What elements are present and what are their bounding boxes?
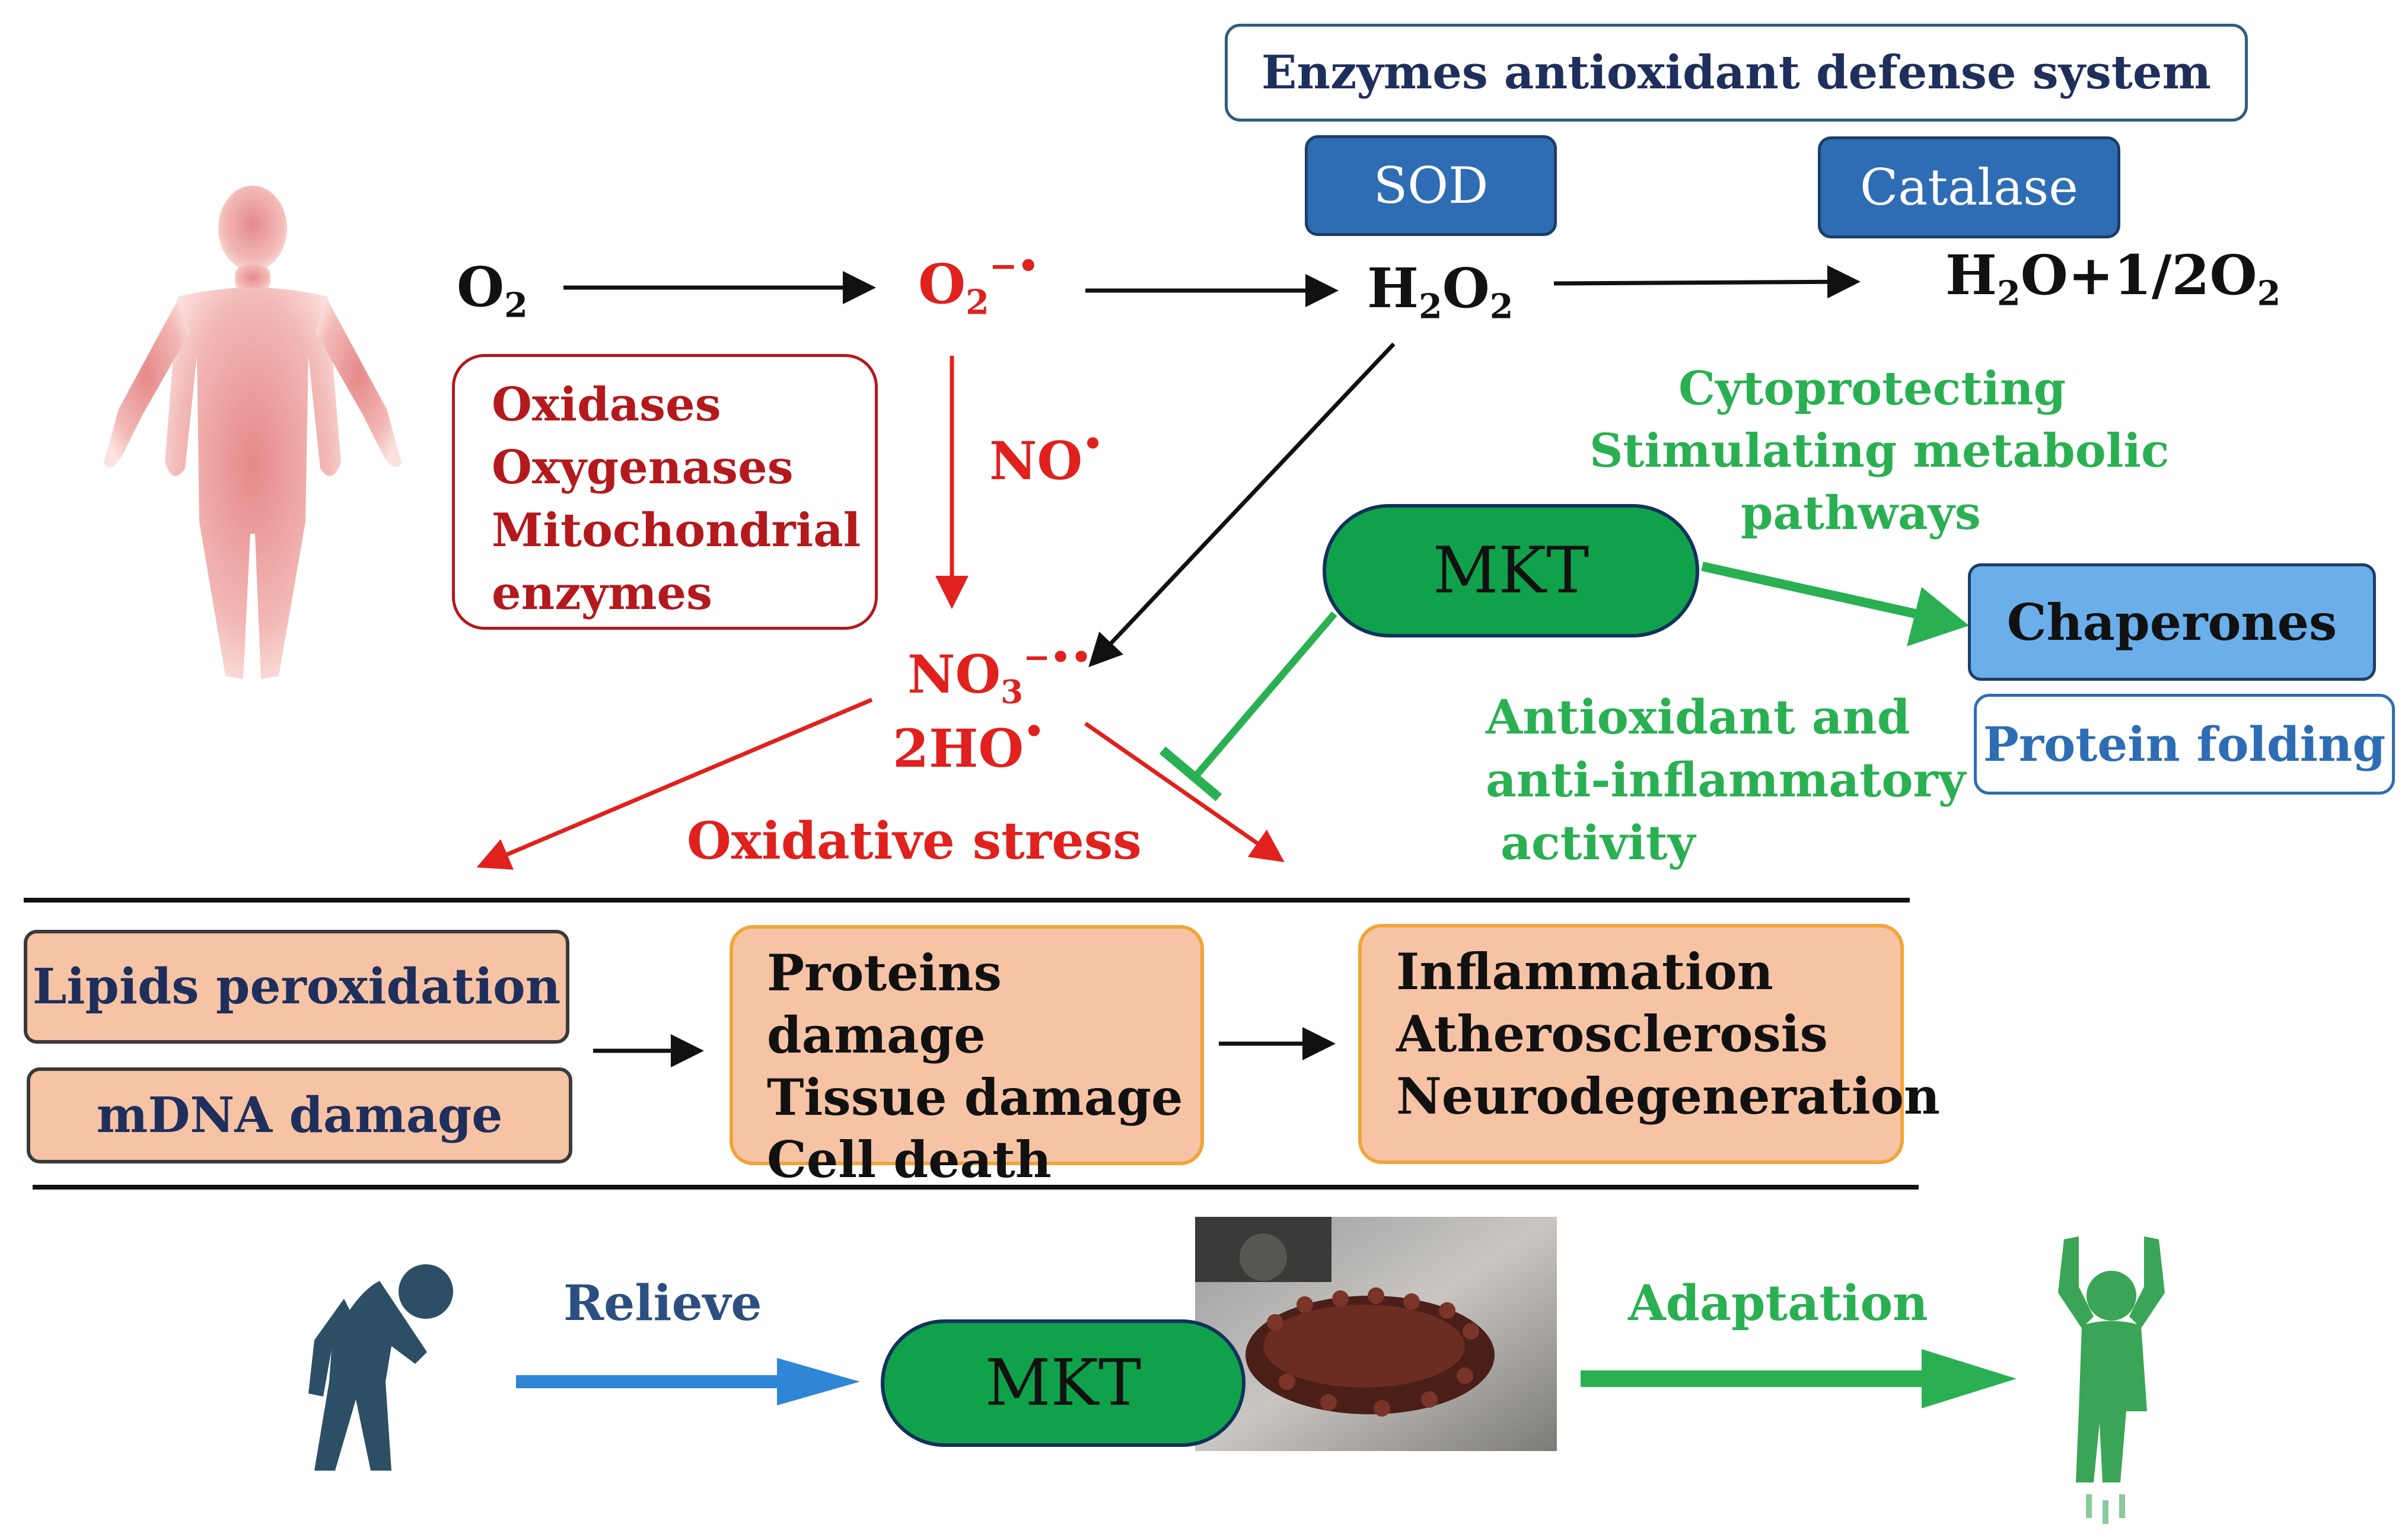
mkt-effect-pathways: pathways [1741, 486, 1981, 540]
damage-proteins: Proteins damage [767, 943, 1002, 1064]
antioxidant-line-3: activity [1501, 815, 1696, 871]
outcome-neurodegeneration: Neurodegeneration [1396, 1067, 1940, 1125]
adaptation-label: Adaptation [1628, 1275, 1928, 1332]
arrow-stress-right [1084, 722, 1285, 863]
chaperones-box: Chaperones [1968, 563, 2376, 681]
arrow-h2o2-to-radicals [1088, 342, 1396, 668]
sea-cucumber-image [1195, 1217, 1557, 1451]
mkt-effect-cytoprotecting: Cytoprotecting [1678, 362, 2066, 416]
superoxide-radical: O2−• [918, 246, 1040, 323]
peroxynitrite: NO3−•• [907, 638, 1092, 711]
antioxidant-line-1: Antioxidant and [1486, 689, 1910, 745]
hydroxyl-radical: 2HO• [893, 712, 1044, 779]
relieve-arrow [516, 1358, 860, 1405]
adaptation-arrow [1581, 1349, 2017, 1408]
chaperones-label: Chaperones [2006, 592, 2337, 652]
source-oxidases: Oxidases [492, 378, 721, 432]
bottom-mkt-label: MKT [985, 1346, 1142, 1420]
ros-sources-box: Oxidases Oxygenases Mitochondrial enzyme… [452, 354, 878, 630]
outcome-atherosclerosis: Atherosclerosis [1396, 1005, 1828, 1063]
defense-system-box: Enzymes antioxidant defense system [1225, 24, 2248, 122]
lipids-peroxidation-label: Lipids peroxidation [32, 958, 561, 1015]
protein-folding-box: Protein folding [1974, 694, 2395, 795]
outcome-inflammation: Inflammation [1396, 942, 1773, 1001]
mkt-pill: MKT [1323, 504, 1699, 637]
oxygen-molecule: O2 [457, 255, 528, 326]
damage-tissue: Tissue damage [767, 1068, 1183, 1127]
antioxidant-line-2: anti-inflammatory [1486, 752, 1966, 808]
sod-box: SOD [1305, 135, 1557, 236]
relieve-label: Relieve [563, 1275, 762, 1332]
sod-label: SOD [1373, 157, 1489, 215]
oxidative-stress-label: Oxidative stress [687, 811, 1142, 871]
mkt-inhibition-line [1159, 611, 1337, 802]
source-enzymes: enzymes [492, 566, 713, 620]
damage-cell-death: Cell death [767, 1130, 1052, 1189]
arrow-mkt-to-chaperones [1701, 562, 1969, 646]
human-body-icon [104, 186, 402, 679]
mkt-effect-stimulating: Stimulating metabolic [1589, 424, 2170, 478]
mdna-damage-box: mDNA damage [27, 1067, 572, 1163]
arrow-h2o2-to-water [1553, 265, 1861, 299]
mkt-label: MKT [1432, 534, 1589, 608]
hydrogen-peroxide: H2O2 [1367, 256, 1514, 327]
disease-outcomes-box: Inflammation Atherosclerosis Neurodegene… [1358, 924, 1940, 1164]
mdna-damage-label: mDNA damage [96, 1087, 503, 1144]
happy-person-icon [2058, 1236, 2165, 1524]
source-mitochondrial: Mitochondrial [492, 503, 861, 557]
lipids-peroxidation-box: Lipids peroxidation [24, 930, 569, 1044]
catalase-box: Catalase [1818, 136, 2120, 238]
tired-person-icon [308, 1264, 453, 1471]
water-and-oxygen: H2O+1/2O2 [1945, 243, 2281, 314]
defense-system-title: Enzymes antioxidant defense system [1261, 46, 2212, 100]
arrow-stress-left [476, 697, 873, 870]
bottom-mkt-pill: MKT [881, 1319, 1245, 1447]
tissue-damage-box: Proteins damage Tissue damage Cell death [730, 925, 1204, 1189]
source-oxygenases: Oxygenases [492, 441, 794, 495]
protein-folding-label: Protein folding [1983, 716, 2386, 772]
nitric-oxide: NO• [989, 425, 1103, 492]
catalase-label: Catalase [1860, 158, 2078, 216]
